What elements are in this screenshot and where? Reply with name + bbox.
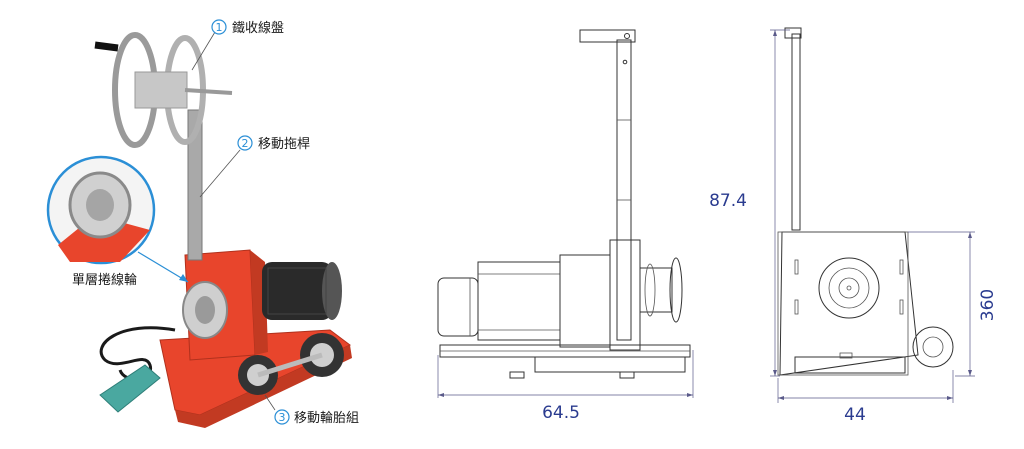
width-value: 44 [844,405,866,425]
width-dimension: 44 [777,370,954,425]
length-value: 64.5 [542,403,580,423]
callout-2-number: 2 [242,137,249,150]
callout-3-number: 3 [279,411,286,424]
machine-illustration [94,32,352,428]
callout-1-number: 1 [216,21,223,34]
callout-3-badge [274,409,290,425]
height-base-value: 360 [978,289,998,321]
inset-label: 單層捲線輪 [72,272,137,288]
callout-2-leader [199,149,241,198]
callout-3-label: 移動輪胎組 [294,410,359,426]
callout-2: 2 移動拖桿 [237,135,310,152]
inset-detail [46,155,189,283]
height-total-dimension: 87.4 [709,29,790,377]
callout-3-leader [264,394,276,411]
callout-1-badge [211,19,227,35]
length-dimension: 64.5 [437,350,694,423]
side-elevation-drawing [437,29,691,379]
callout-1-label: 鐵收線盤 [232,20,284,36]
callout-1-leader [191,31,216,71]
height-total-value: 87.4 [709,191,747,211]
callout-1: 1 鐵收線盤 [211,19,284,36]
height-base-dimension: 360 [908,231,998,377]
callout-3: 3 移動輪胎組 [274,409,359,426]
front-elevation-drawing [777,27,954,376]
callout-2-badge [237,135,253,151]
callout-2-label: 移動拖桿 [258,137,310,152]
